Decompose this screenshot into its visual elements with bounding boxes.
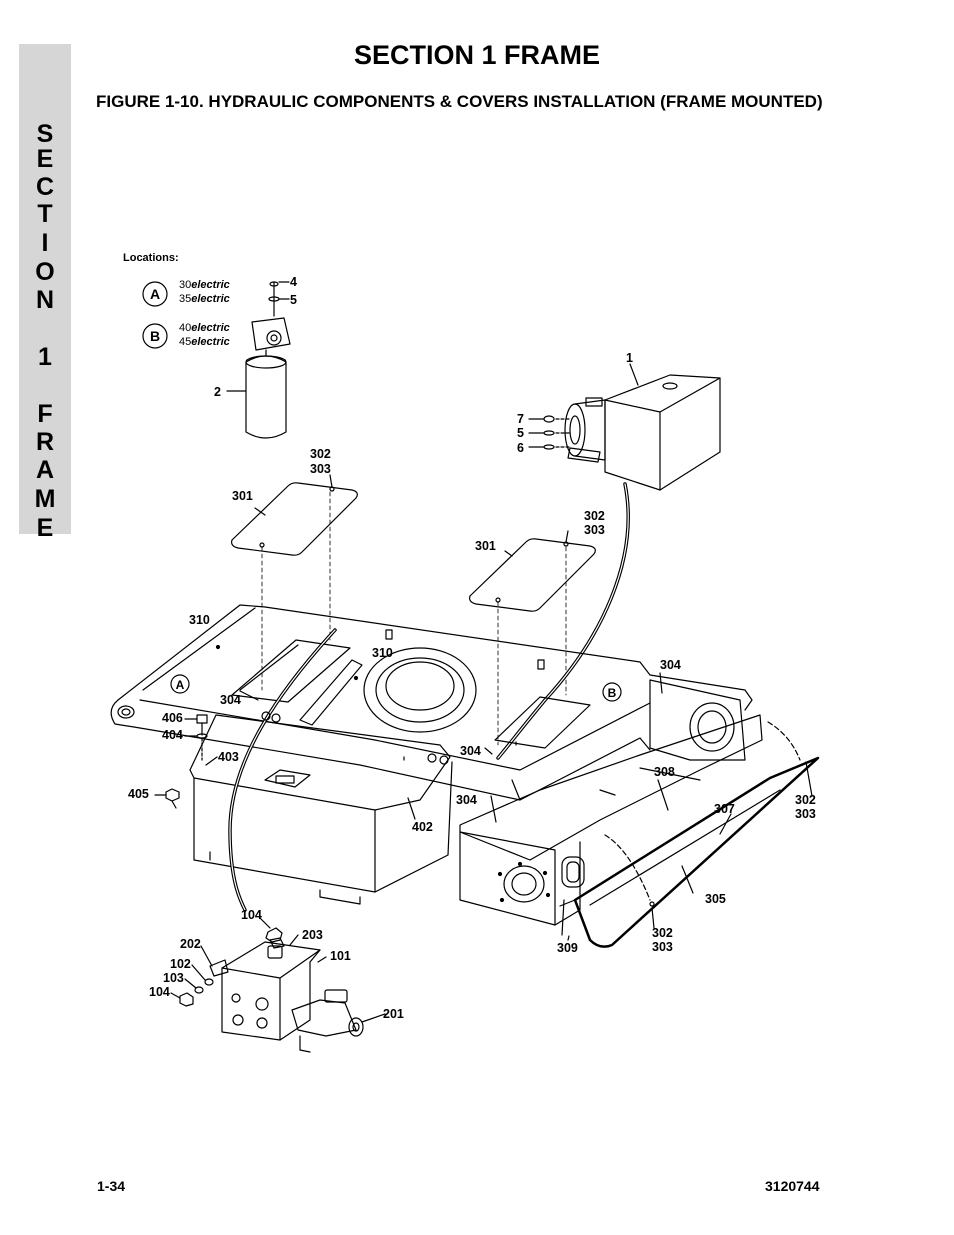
callout-308: 308	[654, 765, 675, 779]
callout-6: 6	[517, 441, 524, 455]
cover-plate-301-left	[231, 482, 358, 691]
frame-end-counterweight	[459, 679, 763, 926]
side-tab-letter: A	[35, 456, 55, 484]
side-tab-letter: C	[35, 173, 55, 201]
callout-307: 307	[714, 802, 735, 816]
document-number: 3120744	[765, 1178, 820, 1194]
callout-303: 303	[795, 807, 816, 821]
side-box-402	[189, 714, 453, 905]
box-hose	[228, 628, 337, 912]
section-title: SECTION 1 FRAME	[353, 40, 601, 70]
callout-4: 4	[290, 275, 297, 289]
callout-5: 5	[517, 426, 524, 440]
callout-203: 203	[302, 928, 323, 942]
callout-406: 406	[162, 711, 183, 725]
side-tab-letter: R	[35, 428, 55, 456]
location-badge-b	[142, 323, 168, 349]
callout-304: 304	[660, 658, 681, 672]
tank-hardware-7-5-6	[528, 415, 571, 450]
frame-badge-b	[602, 682, 622, 702]
callout-309: 309	[557, 941, 578, 955]
section-side-tab: S E C T I O N 1 F R A M E	[19, 44, 71, 541]
frame-badge-b-label: B	[608, 686, 617, 700]
location-b-line1: 40electric	[179, 322, 230, 334]
box-hardware-406-404-405	[165, 711, 449, 809]
side-tab-letter: N	[35, 286, 55, 314]
callout-301: 301	[232, 489, 253, 503]
callout-303: 303	[652, 940, 673, 954]
callout-104: 104	[149, 985, 170, 999]
location-badge-b-label: B	[150, 328, 160, 344]
callout-103: 103	[163, 971, 184, 985]
rear-cover-305	[559, 721, 820, 948]
callout-303: 303	[584, 523, 605, 537]
callout-201: 201	[383, 1007, 404, 1021]
callout-102: 102	[170, 957, 191, 971]
location-a-line2: 35electric	[179, 293, 230, 305]
callout-304: 304	[456, 793, 477, 807]
callout-305: 305	[705, 892, 726, 906]
side-tab-letter: M	[34, 485, 56, 513]
valve-manifold-101	[179, 927, 364, 1053]
callout-302: 302	[652, 926, 673, 940]
callout-7: 7	[517, 412, 524, 426]
side-tab-letter: E	[36, 514, 54, 542]
callout-402: 402	[412, 820, 433, 834]
callout-310: 310	[372, 646, 393, 660]
callout-303: 303	[310, 462, 331, 476]
callout-104: 104	[241, 908, 262, 922]
side-tab-letter: F	[37, 400, 53, 428]
location-b-line2: 45electric	[179, 336, 230, 348]
cover-plate-301-right	[469, 538, 596, 746]
frame-badge-a-label: A	[176, 678, 185, 692]
side-tab-letter: 1	[38, 343, 52, 371]
callout-301: 301	[475, 539, 496, 553]
location-badge-a-label: A	[150, 286, 160, 302]
callout-304: 304	[460, 744, 481, 758]
callout-1: 1	[626, 351, 633, 365]
callout-404: 404	[162, 728, 183, 742]
callout-5: 5	[290, 293, 297, 307]
page-number: 1-34	[97, 1178, 126, 1194]
callout-101: 101	[330, 949, 351, 963]
side-tab-letter: O	[35, 258, 55, 286]
location-badge-a	[142, 281, 168, 307]
frame-badge-a	[170, 674, 190, 694]
side-tab-letter: I	[41, 229, 49, 257]
callout-304: 304	[220, 693, 241, 707]
callout-405: 405	[128, 787, 149, 801]
figure-title: FIGURE 1-10. HYDRAULIC COMPONENTS & COVE…	[96, 92, 823, 111]
callout-302: 302	[795, 793, 816, 807]
callout-2: 2	[214, 385, 221, 399]
side-tab-letter: T	[37, 200, 53, 228]
filter-assembly	[245, 281, 291, 439]
side-tab-letter: E	[36, 145, 54, 173]
locations-title: Locations:	[123, 252, 179, 264]
side-tab-letter: S	[36, 120, 54, 148]
callout-403: 403	[218, 750, 239, 764]
callout-202: 202	[180, 937, 201, 951]
callout-302: 302	[310, 447, 331, 461]
location-a-line1: 30electric	[179, 279, 230, 291]
callout-302: 302	[584, 509, 605, 523]
callout-310: 310	[189, 613, 210, 627]
hydraulic-tank-motor	[564, 374, 721, 491]
